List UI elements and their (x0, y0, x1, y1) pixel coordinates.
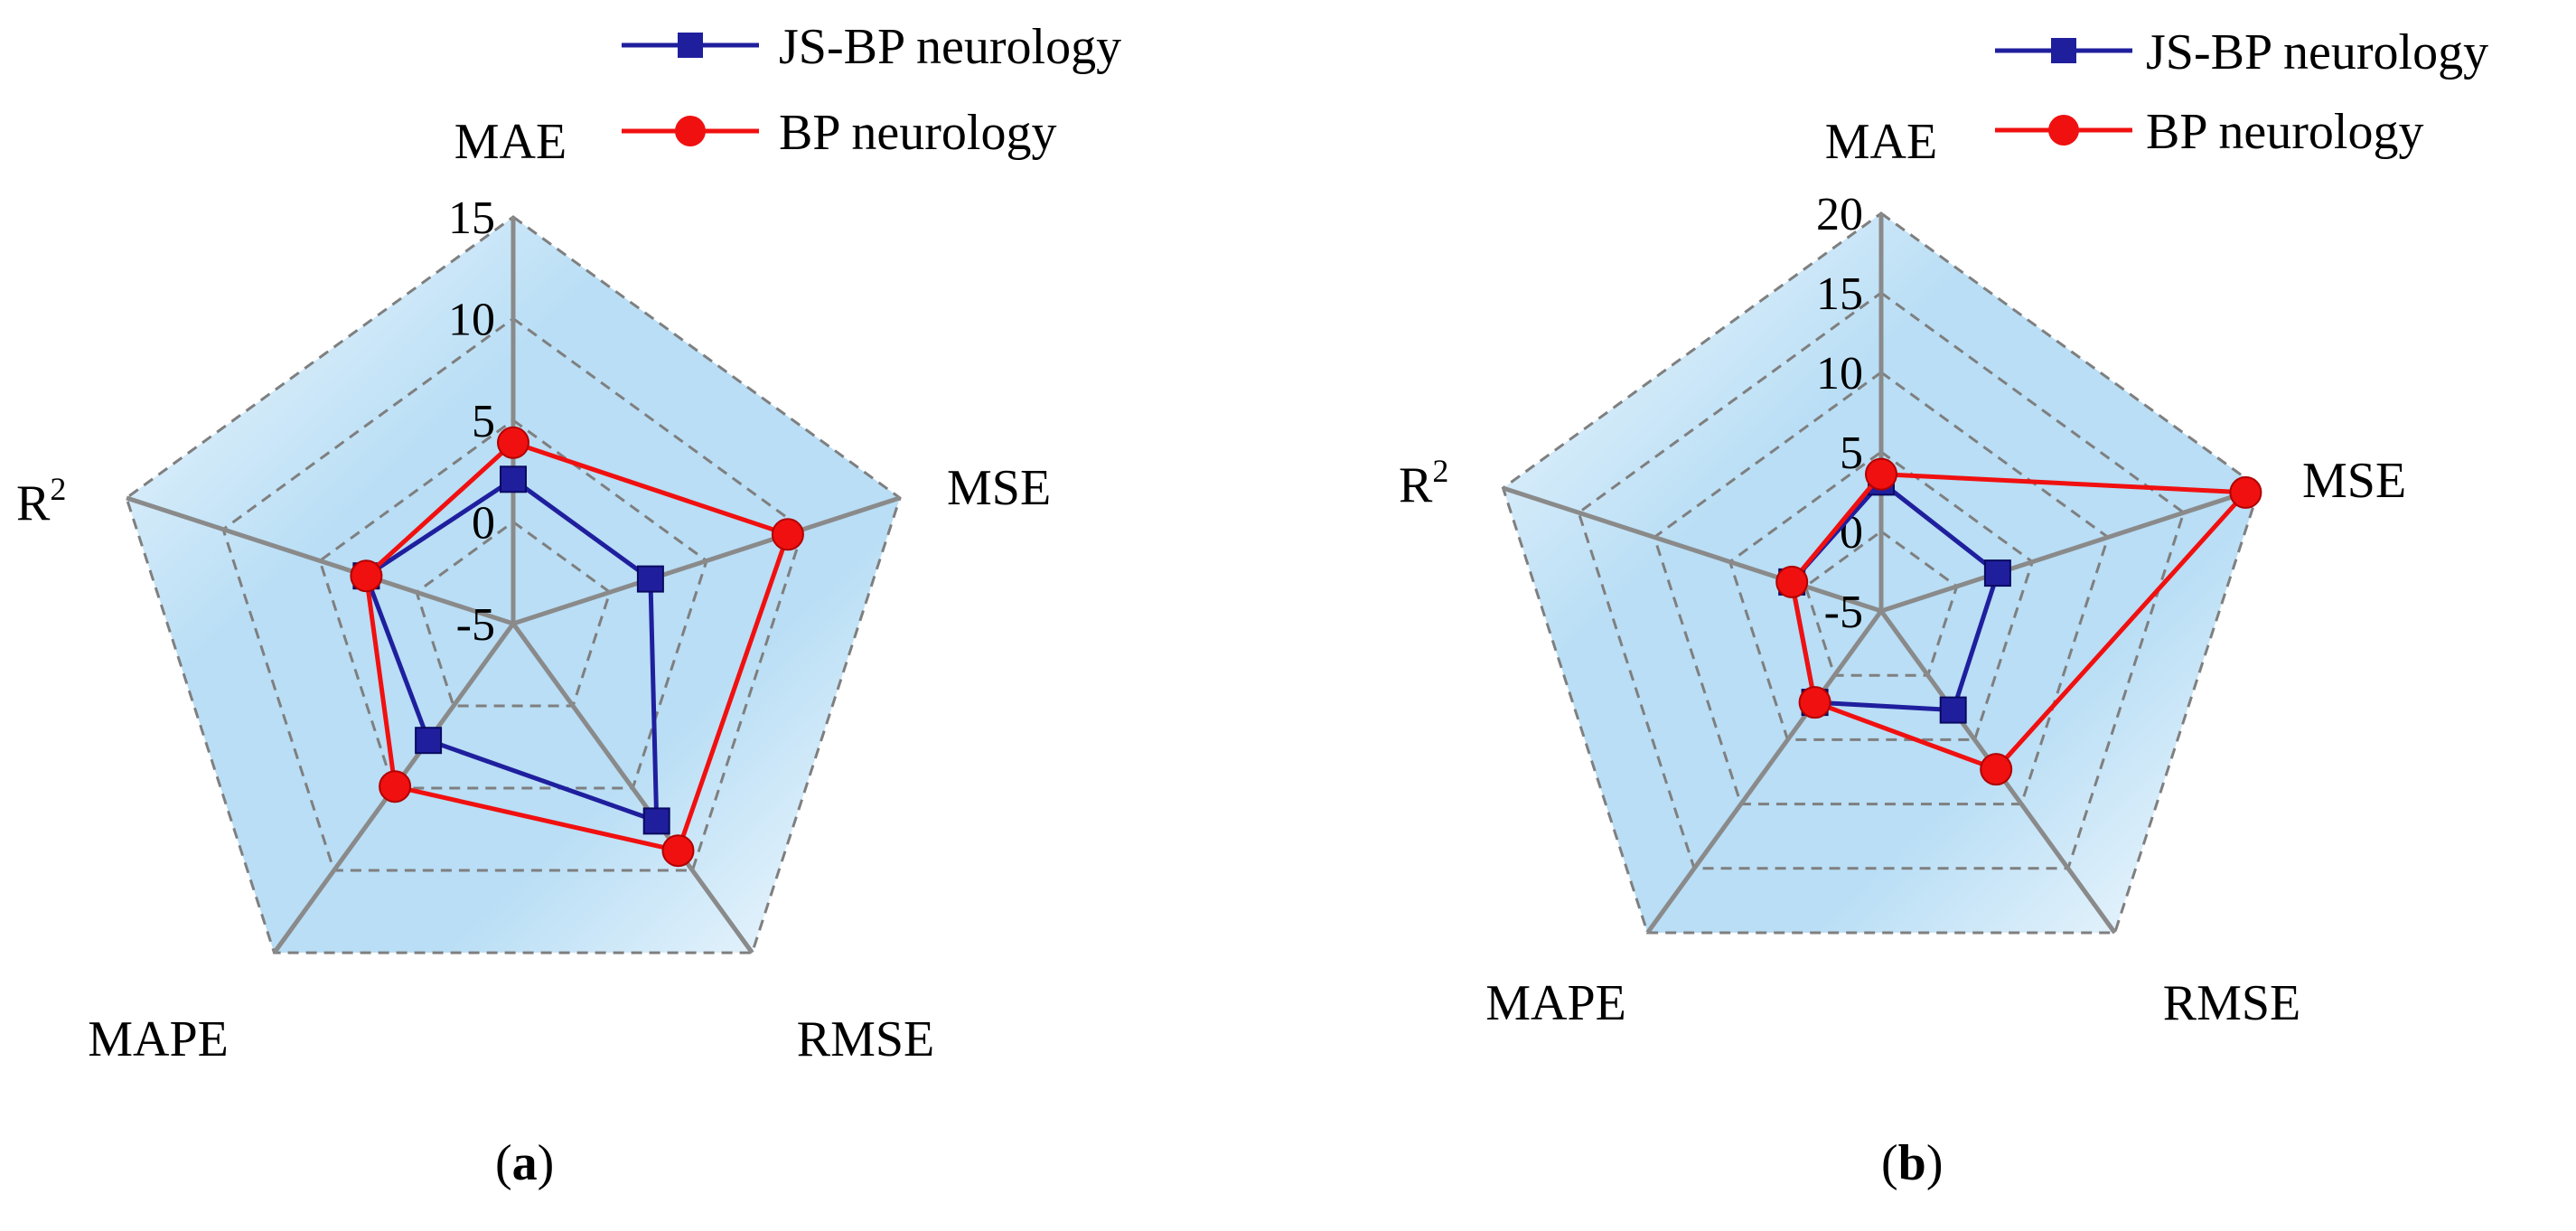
axis-label-mape: MAPE (1485, 975, 1626, 1031)
tick-label: 5 (472, 396, 495, 447)
axis-label-mse: MSE (2302, 453, 2406, 509)
axis-spoke (1880, 485, 2261, 614)
legend-item-bp: BP neurology (622, 105, 1056, 161)
legend-label: BP neurology (2146, 104, 2423, 160)
axis-label-mae: MAE (454, 114, 567, 170)
tick-label: -5 (456, 599, 495, 651)
tick-label: 10 (1816, 348, 1863, 399)
tick-label: 20 (1816, 189, 1863, 240)
data-point-r2 (1775, 565, 1809, 598)
axis-label-mse: MSE (947, 460, 1051, 516)
legend-item-js-bp: JS-BP neurology (1995, 24, 2488, 80)
tick-label: -5 (1824, 587, 1863, 638)
series-line (363, 439, 792, 854)
data-point-rmse (1939, 696, 1967, 724)
legend-item-js-bp: JS-BP neurology (622, 19, 1121, 75)
grid-ring (125, 215, 902, 954)
grid-ring (221, 316, 805, 872)
data-point-mse (636, 565, 664, 593)
grid-ring (1577, 291, 2186, 870)
data-point-mae (1865, 457, 1897, 491)
legend-label: JS-BP neurology (779, 19, 1121, 75)
series-js-bp (352, 465, 670, 835)
series-bp (1775, 457, 2262, 786)
tick-label: 15 (448, 193, 495, 244)
axis-spoke (1645, 609, 1884, 935)
grid-ring (318, 418, 708, 790)
grid-ring (415, 520, 612, 708)
axis-label-r2: R2 (1399, 453, 1448, 513)
axis-label-rmse: RMSE (2163, 975, 2301, 1031)
series-line (1789, 472, 2251, 773)
legend-item-bp: BP neurology (1995, 104, 2423, 160)
axis-spoke (512, 495, 901, 626)
data-point-mse (771, 518, 804, 551)
axis-spoke (1502, 485, 1882, 614)
caption-a-letter: a (511, 1135, 538, 1191)
grid-ring (1501, 211, 2262, 935)
series-bp (350, 426, 804, 868)
legend-label: BP neurology (779, 105, 1056, 161)
legend-marker-circle (675, 116, 706, 146)
axis-label-mae: MAE (1825, 114, 1937, 170)
caption-a: (a) (495, 1135, 555, 1191)
tick-label: 5 (1840, 428, 1863, 479)
data-point-rmse (1980, 753, 2013, 786)
axis-spoke (511, 622, 754, 954)
series-line (363, 476, 660, 824)
axis-spoke (126, 495, 514, 626)
axis-label-rmse: RMSE (797, 1011, 935, 1067)
grid-ring (1803, 530, 1959, 677)
tick-label: 15 (1816, 268, 1863, 320)
data-point-rmse (642, 807, 670, 835)
data-point-mse (1983, 559, 2011, 587)
data-point-rmse (661, 834, 695, 868)
data-point-mae (500, 465, 527, 493)
legend-marker-square (2051, 38, 2076, 63)
legend-marker-square (678, 33, 703, 58)
data-point-r2 (350, 559, 383, 593)
axis-label-superscript: 2 (1432, 453, 1448, 489)
caption-b-letter: b (1897, 1135, 1926, 1191)
axis-label-r2: R2 (16, 471, 66, 531)
data-point-mae (497, 426, 529, 459)
grid-ring (1728, 450, 2035, 741)
tick-label: 10 (448, 295, 495, 346)
axis-label-superscript: 2 (50, 471, 66, 507)
data-point-mape (415, 727, 443, 755)
caption-b: (b) (1881, 1135, 1944, 1191)
data-point-mape (379, 770, 412, 803)
data-point-mape (1798, 686, 1831, 719)
legend-label: JS-BP neurology (2146, 24, 2488, 80)
data-point-mse (2229, 475, 2262, 509)
legend-marker-circle (2048, 115, 2079, 146)
axis-label-mape: MAPE (88, 1011, 229, 1067)
